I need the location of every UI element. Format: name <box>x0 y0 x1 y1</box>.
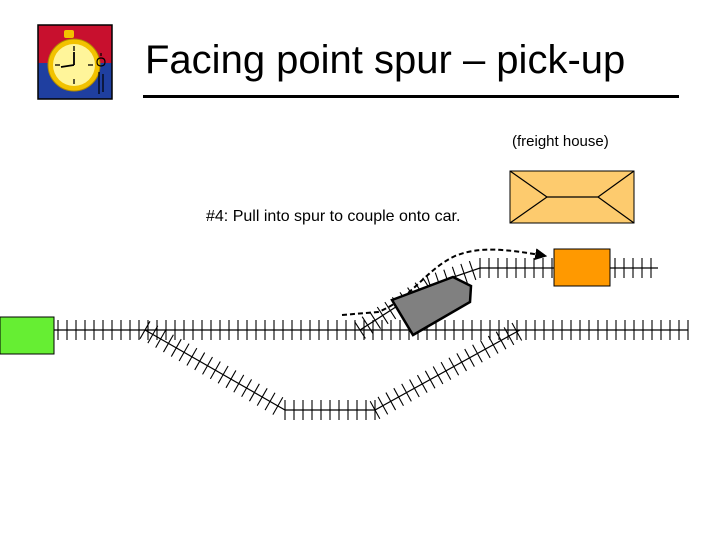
track-tie <box>424 370 436 389</box>
track-tie <box>416 374 428 393</box>
track-tie <box>468 260 477 281</box>
stopwatch-icon <box>47 30 106 94</box>
green-car <box>0 316 55 355</box>
track-tie <box>377 396 389 415</box>
track-tie <box>186 347 198 366</box>
track-tie <box>248 383 260 402</box>
track-tie <box>376 306 389 325</box>
track-tie <box>511 322 523 341</box>
track-rails <box>52 267 688 411</box>
track-tie <box>217 365 229 384</box>
track-tie <box>448 357 460 376</box>
track-tie <box>393 387 404 406</box>
track-tie <box>155 329 167 348</box>
track-tie <box>361 316 374 334</box>
step-instruction: #4: Pull into spur to couple onto car. <box>206 208 461 225</box>
track-tie <box>503 327 515 346</box>
track-tie <box>241 379 253 398</box>
track-tie <box>233 374 245 393</box>
track-tie <box>385 392 397 411</box>
slide-title: Facing point spur – pick-up <box>145 38 626 82</box>
track-tie <box>194 352 206 371</box>
track-tie <box>178 343 190 362</box>
track-tie <box>472 344 483 363</box>
track-tie <box>147 325 159 344</box>
track-tie <box>384 301 397 320</box>
track-tie <box>369 400 381 420</box>
track-tie <box>369 311 382 329</box>
track-tie <box>225 370 237 389</box>
track-tie <box>460 263 468 284</box>
track-tie <box>272 396 284 415</box>
track-tie <box>487 335 499 354</box>
track-tie <box>209 361 221 380</box>
track-tie <box>409 379 420 398</box>
title-underline <box>143 95 679 98</box>
track-tie <box>464 348 475 367</box>
freight-house-label: (freight house) <box>512 133 609 150</box>
siding-rail <box>144 329 521 411</box>
freight-house <box>509 170 635 224</box>
track-tie <box>256 388 268 406</box>
track-tie <box>170 338 182 357</box>
stopwatch-logo <box>37 24 113 100</box>
track-tie <box>401 383 412 402</box>
stopwatch-crown <box>64 30 74 38</box>
track-tie <box>163 334 174 353</box>
track-tie <box>456 353 467 372</box>
track-tie <box>440 361 452 380</box>
track-ties <box>57 258 689 420</box>
track-tie <box>432 366 444 385</box>
locomotive <box>390 275 473 337</box>
track-tie <box>139 321 151 339</box>
stopwatch-hour-hand <box>60 64 75 68</box>
track-tie <box>202 356 213 375</box>
track-tie <box>264 392 276 411</box>
track-tie <box>480 340 491 359</box>
track-tie <box>354 321 366 339</box>
track-tie <box>495 331 507 350</box>
freight-car <box>553 248 611 287</box>
